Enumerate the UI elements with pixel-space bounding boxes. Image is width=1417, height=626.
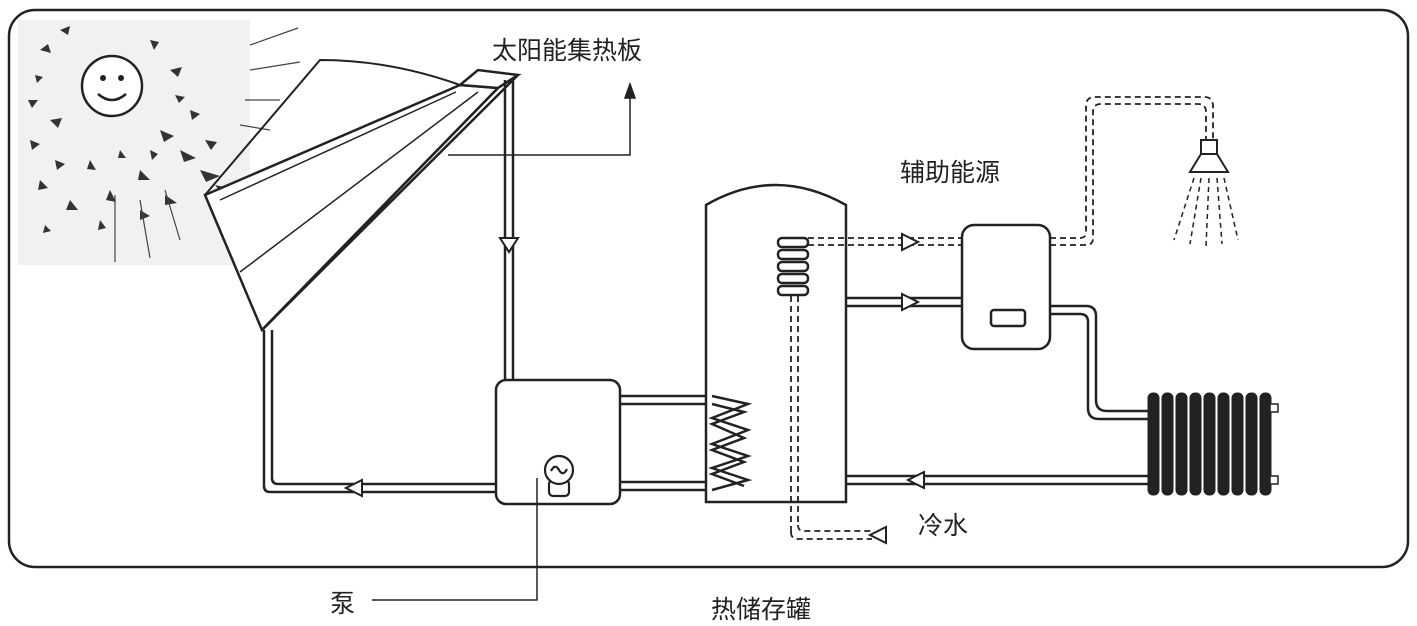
solar-loop-pipes	[262, 80, 515, 494]
pump-pointer	[372, 478, 538, 601]
pump-station	[494, 378, 622, 506]
collector-label: 太阳能集热板	[492, 36, 643, 65]
domestic-water-pipes	[790, 96, 1214, 540]
storage-tank-label: 热储存罐	[711, 595, 812, 624]
flow-arrow-cold-water	[867, 525, 887, 545]
pump-label: 泵	[330, 589, 356, 618]
cold-water-label: 冷水	[918, 511, 969, 540]
storage-tank	[704, 183, 848, 504]
collector-pointer	[448, 81, 637, 156]
heating-pipes	[846, 296, 1148, 486]
auxiliary-energy-label: 辅助能源	[900, 158, 1001, 187]
flow-arrow-down	[498, 237, 520, 254]
solar-heat-exchanger-coil	[708, 394, 753, 492]
flow-arrow-left	[343, 478, 363, 498]
flow-arrow-to-boiler	[901, 292, 921, 312]
pump-icon	[543, 454, 575, 498]
exchanger-pipes	[620, 394, 712, 492]
radiator-icon	[1147, 392, 1279, 496]
flow-arrow-hot-water	[901, 232, 921, 252]
solar-collector	[203, 58, 522, 333]
shower-head-icon	[1173, 139, 1239, 247]
diagram-frame	[7, 8, 1410, 569]
dhw-heat-exchanger-coil	[776, 236, 810, 297]
auxiliary-boiler	[960, 223, 1052, 351]
flow-arrow-return	[905, 470, 925, 490]
sun-icon	[18, 20, 301, 265]
